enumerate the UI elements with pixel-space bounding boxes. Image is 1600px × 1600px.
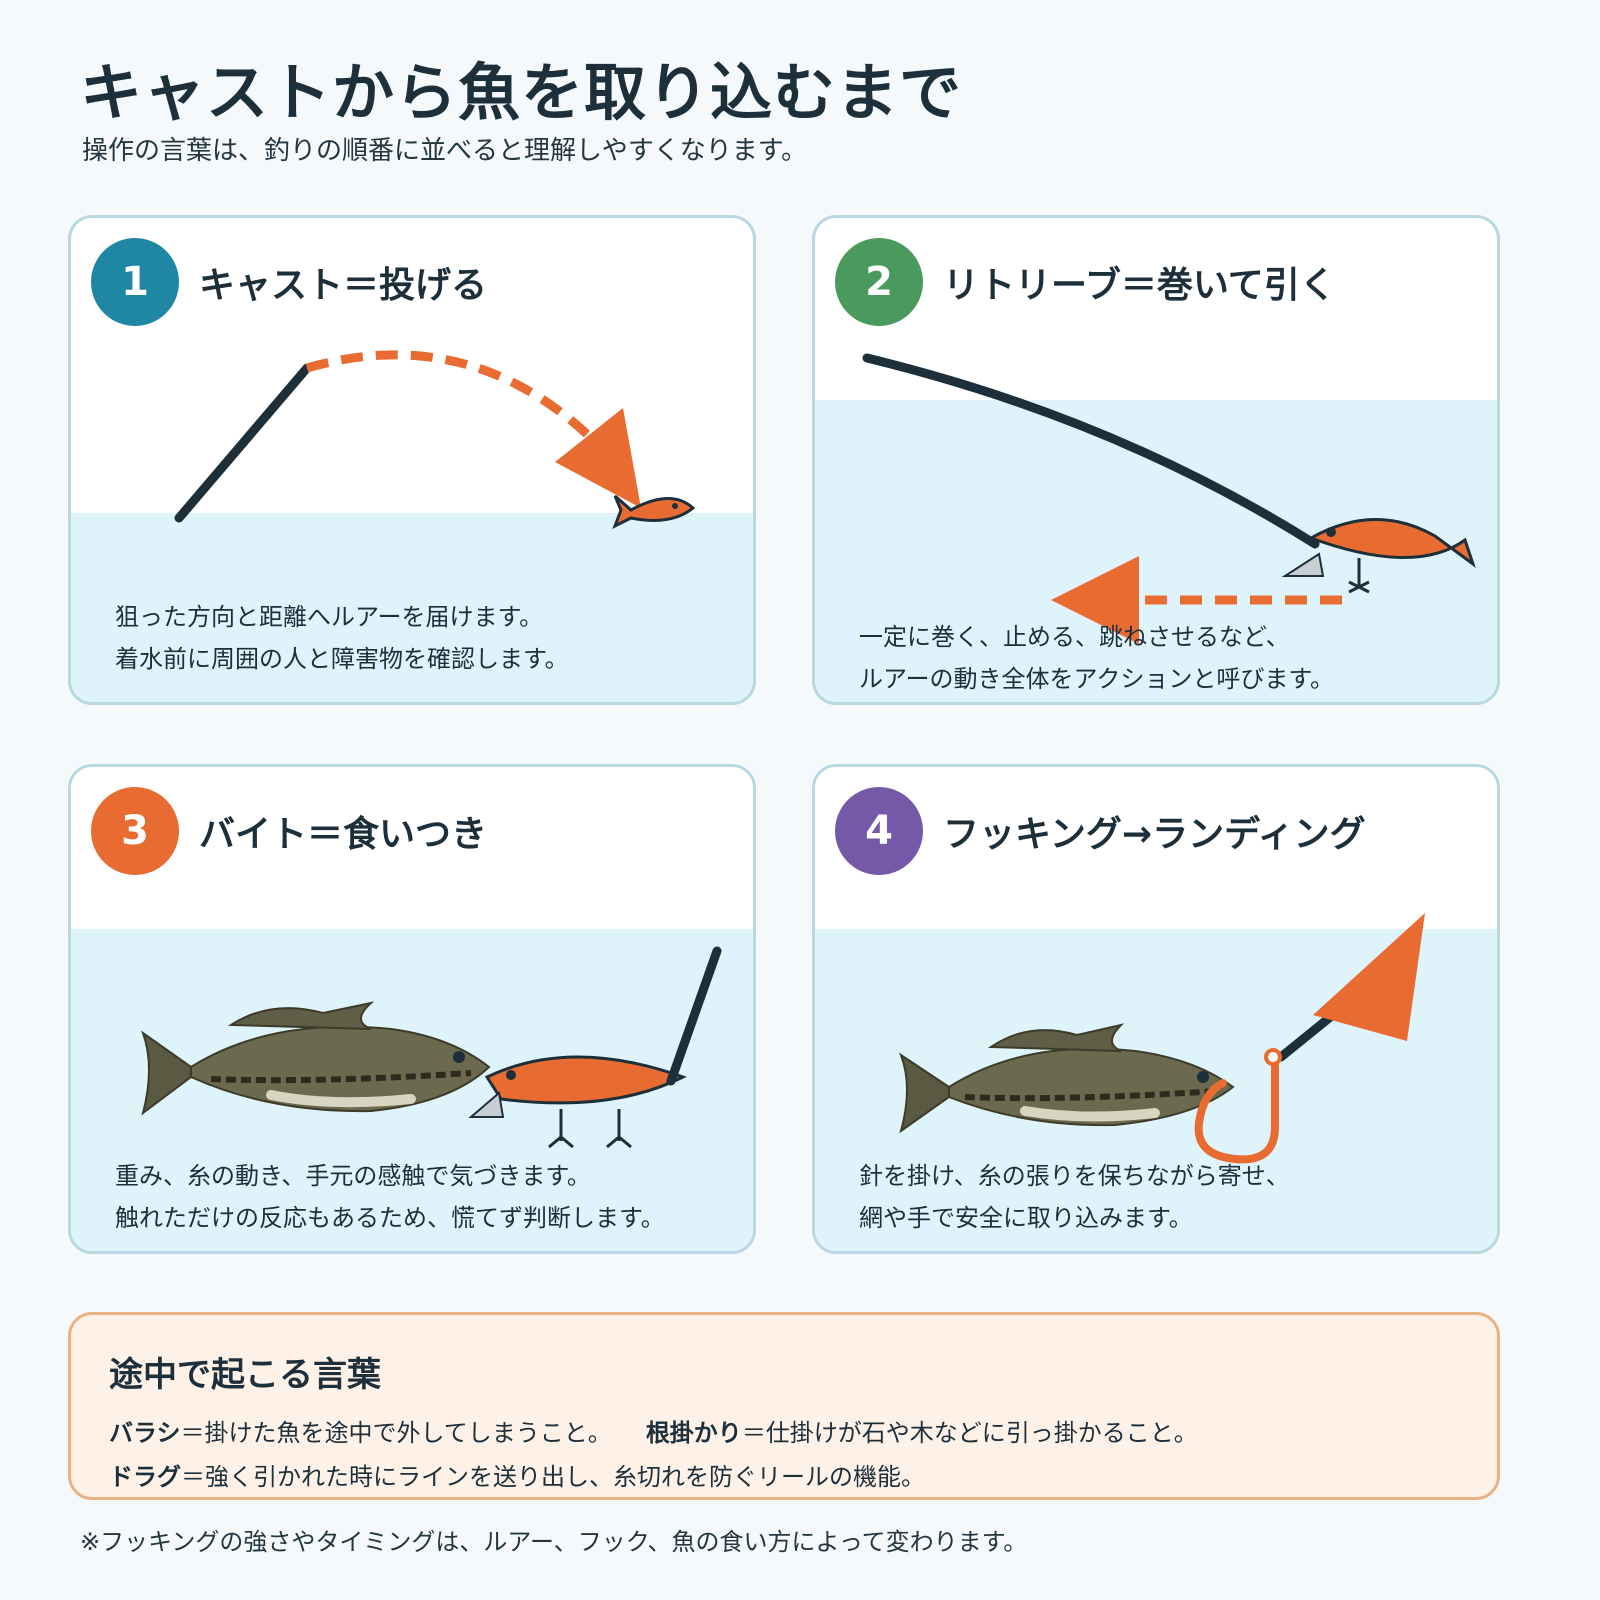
hooking-illustration <box>898 913 1425 1164</box>
step-title: バイト＝食いつき <box>199 814 488 855</box>
term-name: 根掛かり <box>645 1419 742 1447</box>
arrow-head-icon <box>1313 913 1425 1041</box>
step-number-badge: 2 <box>835 238 923 326</box>
description-line: 触れただけの反応もあるため、慌てず判断します。 <box>115 1204 665 1232</box>
hook-icon <box>1194 1055 1279 1164</box>
description-line: 重み、糸の動き、手元の感触で気づきます。 <box>115 1162 591 1190</box>
step-description: 一定に巻く、止める、跳ねさせるなど、 ルアーの動き全体をアクションと呼びます。 <box>859 616 1334 700</box>
cast-arc-line <box>305 350 615 462</box>
term-row: ドラグ＝強く引かれた時にラインを送り出し、糸切れを防ぐリールの機能。 <box>109 1457 925 1492</box>
step-description: 狙った方向と距離へルアーを届けます。 着水前に周囲の人と障害物を確認します。 <box>115 596 569 680</box>
arrow-head-icon <box>555 408 641 508</box>
description-line: 着水前に周囲の人と障害物を確認します。 <box>115 645 569 673</box>
term-definition: ＝強く引かれた時にラインを送り出し、糸切れを防ぐリールの機能。 <box>181 1463 925 1491</box>
bass-fish-icon <box>141 1001 491 1116</box>
rod-icon <box>174 363 312 523</box>
step-title: フッキング→ランディング <box>943 814 1366 855</box>
lure-icon <box>468 1055 687 1149</box>
description-line: 針を掛け、糸の張りを保ちながら寄せ、 <box>859 1162 1290 1190</box>
page-subtitle: 操作の言葉は、釣りの順番に並べると理解しやすくなります。 <box>82 136 808 166</box>
bass-fish-icon <box>898 1023 1235 1134</box>
term-name: バラシ <box>109 1419 181 1447</box>
term-definition: ＝掛けた魚を途中で外してしまうこと。 <box>180 1419 612 1447</box>
step-description: 重み、糸の動き、手元の感触で気づきます。 触れただけの反応もあるため、慌てず判断… <box>115 1155 665 1239</box>
step-card-retrieve: 2 リトリーブ＝巻いて引く 一定に巻く、止める、跳ねさせるなど、 ルアーの動き全… <box>812 215 1500 705</box>
step-card-bite: 3 バイト＝食いつき 重み、糸の動き、手元の感触で気づきます。 触れただけの反応… <box>68 764 756 1254</box>
terms-title: 途中で起こる言葉 <box>109 1355 381 1395</box>
step-number-badge: 3 <box>91 787 179 875</box>
terms-box: 途中で起こる言葉 バラシ＝掛けた魚を途中で外してしまうこと。 根掛かり＝仕掛けが石… <box>68 1312 1500 1500</box>
step-title: リトリーブ＝巻いて引く <box>943 265 1336 306</box>
description-line: 狙った方向と距離へルアーを届けます。 <box>115 603 544 631</box>
term-definition: ＝仕掛けが石や木などに引っ掛かること。 <box>741 1419 1198 1447</box>
step-number-badge: 1 <box>91 238 179 326</box>
bite-illustration <box>141 946 722 1149</box>
cast-illustration <box>174 350 696 530</box>
description-line: 網や手で安全に取り込みます。 <box>859 1204 1193 1232</box>
step-number-badge: 4 <box>835 787 923 875</box>
fishing-line <box>666 946 722 1086</box>
water-area <box>71 513 753 702</box>
step-card-hooking: 4 フッキング→ランディング 針を掛け、糸の張りを保ちながら寄せ、 網や手で安全… <box>812 764 1500 1254</box>
fishing-line <box>862 353 1320 549</box>
lure-icon <box>1281 518 1476 594</box>
term-row: バラシ＝掛けた魚を途中で外してしまうこと。 根掛かり＝仕掛けが石や木などに引っ掛か… <box>109 1413 1198 1448</box>
arrow-left-icon <box>1051 556 1139 644</box>
page-title: キャストから魚を取り込むまで <box>80 56 963 129</box>
description-line: 一定に巻く、止める、跳ねさせるなど、 <box>859 623 1290 651</box>
hook-eye <box>1264 1048 1282 1066</box>
retrieve-illustration <box>862 353 1476 644</box>
term-name: ドラグ <box>109 1463 181 1491</box>
lure-icon <box>612 494 696 530</box>
step-description: 針を掛け、糸の張りを保ちながら寄せ、 網や手で安全に取り込みます。 <box>859 1155 1290 1239</box>
step-title: キャスト＝投げる <box>199 265 488 306</box>
description-line: ルアーの動き全体をアクションと呼びます。 <box>859 665 1334 693</box>
step-card-cast: 1 キャスト＝投げる 狙った方向と距離へルアーを届けます。 着水前に周囲の人と障… <box>68 215 756 705</box>
footnote: ※フッキングの強さやタイミングは、ルアー、フック、魚の食い方によって変わります。 <box>80 1528 1028 1556</box>
